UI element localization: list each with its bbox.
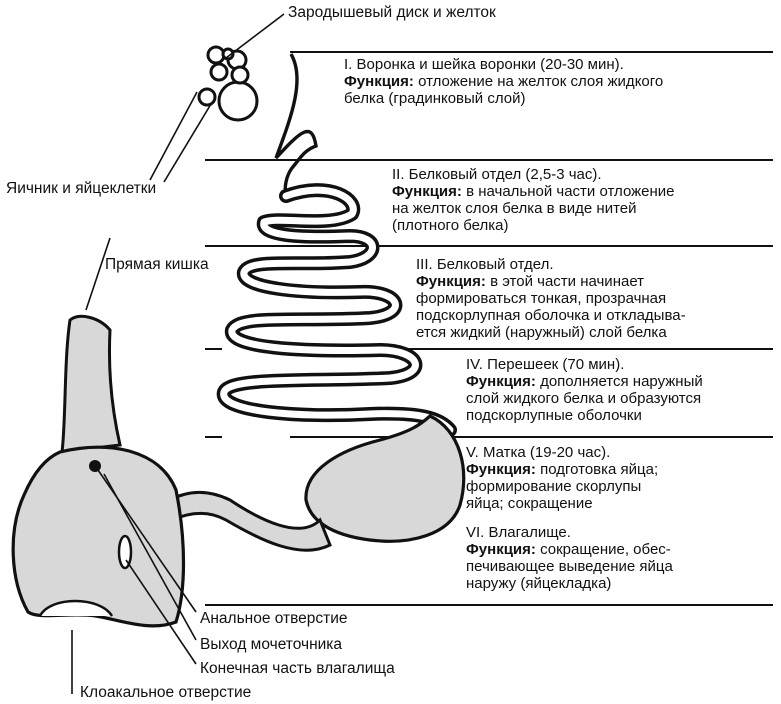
infundibulum-illustration [276, 54, 316, 196]
section-function-line: Функция: дополняется наружный [466, 373, 703, 390]
section-uterus: V. Матка (19-20 час). Функция: подготовк… [466, 444, 658, 512]
section-function-line: белка (градинковый слой) [344, 90, 663, 107]
section-vagina: VI. Влагалище. Функция: сокращение, обес… [466, 524, 673, 592]
anal-opening-mark [89, 460, 101, 472]
ureter-outlet-label: Выход мочеточника [200, 636, 342, 654]
section-albumen-1: II. Белковый отдел (2,5-3 час). Функция:… [392, 166, 675, 234]
cloaca-illustration [13, 447, 183, 626]
section-title: VI. Влагалище. [466, 524, 673, 541]
egg-cell [232, 67, 248, 83]
section-function-line: наружу (яйцекладка) [466, 575, 673, 592]
rectum-illustration [62, 316, 120, 452]
section-isthmus: IV. Перешеек (70 мин). Функция: дополняе… [466, 356, 703, 424]
section-title: V. Матка (19-20 час). [466, 444, 658, 461]
section-function-line: ется жидкий (наружный) слой белка [416, 324, 686, 341]
section-function-line: подскорлупные оболочки [466, 407, 703, 424]
section-function-line: слой жидкого белка и образуются [466, 390, 703, 407]
section-title: I. Воронка и шейка воронки (20-30 мин). [344, 56, 663, 73]
vagina-end-label: Конечная часть влагалища [200, 660, 395, 678]
egg-cell [199, 89, 215, 105]
section-function-line: Функция: отложение на желток слоя жидког… [344, 73, 663, 90]
section-function-line: (плотного белка) [392, 217, 675, 234]
uterus-illustration [306, 416, 464, 541]
section-function-line: формироваться тонкая, прозрачная [416, 290, 686, 307]
section-function-line: подскорлупная оболочка и откладыва- [416, 307, 686, 324]
section-function-line: Функция: сокращение, обес- [466, 541, 673, 558]
section-albumen-2: III. Белковый отдел. Функция: в этой час… [416, 256, 686, 341]
egg-cell [219, 82, 257, 120]
section-function-line: Функция: подготовка яйца; [466, 461, 658, 478]
ovary-label: Яичник и яйцеклетки [6, 180, 156, 198]
ureter-outlet-mark [119, 536, 131, 568]
section-title: III. Белковый отдел. [416, 256, 686, 273]
section-title: II. Белковый отдел (2,5-3 час). [392, 166, 675, 183]
section-function-line: на желток слоя белка в виде нитей [392, 200, 675, 217]
section-function-line: Функция: в начальной части отложение [392, 183, 675, 200]
section-function-line: формирование скорлупы [466, 478, 658, 495]
section-function-line: Функция: в этой части начинает [416, 273, 686, 290]
germinal-disc-label: Зародышевый диск и желток [288, 4, 496, 22]
section-funnel: I. Воронка и шейка воронки (20-30 мин). … [344, 56, 663, 107]
egg-cell [211, 64, 227, 80]
cloacal-opening-label: Клоакальное отверстие [80, 684, 251, 702]
rectum-label: Прямая кишка [105, 256, 209, 274]
ovary-leaders [150, 14, 284, 182]
section-title: IV. Перешеек (70 мин). [466, 356, 703, 373]
section-function-line: яйца; сокращение [466, 495, 658, 512]
anal-opening-label: Анальное отверстие [200, 610, 348, 628]
section-function-line: печивающее выведение яйца [466, 558, 673, 575]
